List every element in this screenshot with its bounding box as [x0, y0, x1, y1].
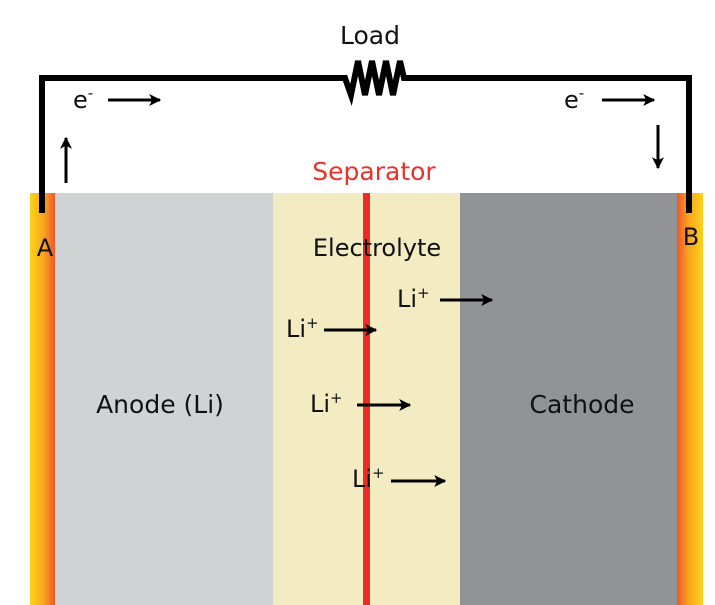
ion-charge: +: [372, 464, 385, 482]
terminal-a-label: A: [37, 234, 54, 262]
electron-label-right: e-: [564, 84, 584, 114]
current-collector-left: [30, 193, 55, 605]
electron-label-left: e-: [73, 84, 93, 114]
electron-symbol: e: [73, 86, 88, 114]
lithium-ion-label: Li+: [286, 314, 319, 343]
lithium-ion-label: Li+: [397, 284, 430, 313]
lithium-ion-label: Li+: [310, 389, 343, 418]
electrolyte-label: Electrolyte: [313, 234, 441, 262]
electron-charge: -: [579, 84, 584, 102]
electron-symbol: e: [564, 86, 579, 114]
anode-region: [55, 193, 273, 605]
separator-line: [363, 193, 370, 605]
external-wire-right: [407, 75, 692, 213]
current-collector-right: [677, 193, 703, 605]
ion-symbol: Li: [286, 315, 306, 343]
electron-charge: -: [88, 84, 93, 102]
ion-symbol: Li: [310, 390, 330, 418]
separator-label: Separator: [312, 157, 436, 186]
lithium-ion-label: Li+: [352, 464, 385, 493]
ion-charge: +: [330, 389, 343, 407]
anode-label: Anode (Li): [96, 390, 224, 419]
ion-charge: +: [417, 284, 430, 302]
resistor-icon: [338, 60, 409, 107]
terminal-b-label: B: [683, 223, 699, 251]
cathode-region: [460, 193, 677, 605]
ion-symbol: Li: [352, 465, 372, 493]
ion-symbol: Li: [397, 285, 417, 313]
cathode-label: Cathode: [530, 390, 635, 419]
external-wire-left: [39, 75, 340, 213]
ion-charge: +: [306, 314, 319, 332]
load-label: Load: [340, 21, 400, 50]
